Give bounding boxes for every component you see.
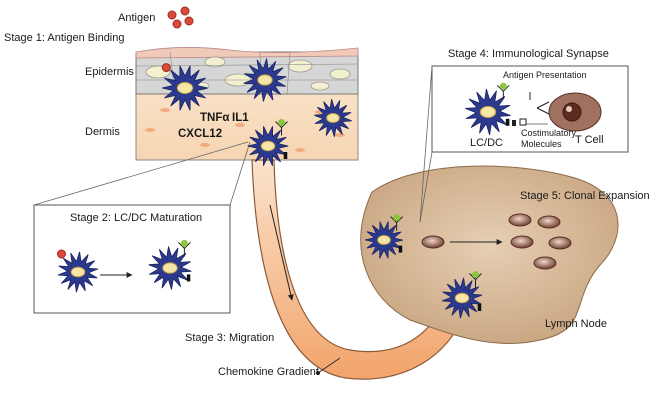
antigen-particles [167,6,194,29]
dc-nucleus [257,74,273,86]
epidermis-label: Epidermis [85,66,134,78]
migration-arrow [269,204,294,301]
dendritic-cell [161,63,208,111]
costimulatory-molecule [398,245,403,253]
dendritic-cell [465,82,511,136]
mhc-molecule [469,273,482,288]
dendritic-cell [441,271,483,319]
chemokine-label: Chemokine Gradient [218,366,319,378]
stage1-label: Stage 1: Antigen Binding [4,32,125,44]
presented-antigen [472,271,479,278]
lymph-node-label: Lymph Node [545,318,607,330]
dendritic-cells [57,58,511,319]
dc-nucleus [377,235,391,245]
presented-antigen [499,82,507,90]
costimulatory-molecule [505,118,510,126]
mhc-molecule [178,242,191,257]
presented-antigen [393,214,401,222]
mhc-molecule [496,84,510,100]
dermis-label: Dermis [85,126,120,138]
costimulatory-label: Costimulatory [521,128,577,138]
cxcl12-label: CXCL12 [178,128,223,140]
clonal-tcells [421,213,572,270]
dc-nucleus [479,106,497,118]
molecules-label: Molecules [521,139,562,149]
stage2-label: Stage 2: LC/DC Maturation [70,212,203,224]
stage4-label: Stage 4: Immunological Synapse [448,48,609,60]
dendritic-cell [57,249,99,293]
bound-antigen [57,249,66,259]
dendritic-cell [148,239,192,290]
costimulatory-molecule [477,304,482,311]
tnf-label: TNFα [200,112,230,124]
tcell-label: T Cell [575,134,604,146]
dc-nucleus [260,140,276,152]
il1-label: IL1 [232,112,249,124]
dendritic-cell [243,58,287,102]
lymph-node [360,165,619,344]
dc-nucleus [326,113,340,123]
dc-nucleus [70,266,86,278]
dendritic-cell [365,214,403,259]
presented-antigen [180,239,188,247]
stage2-box [33,204,231,314]
antigen-label: Antigen [118,12,156,24]
dc-nucleus [176,82,194,94]
bound-antigen [161,63,171,73]
costimulatory-molecule [186,274,191,282]
dendritic-cell [247,119,289,166]
dendritic-cell [314,99,352,137]
presented-antigen [278,119,285,126]
lcdc-label: LC/DC [470,137,504,149]
dc-nucleus [162,262,178,274]
dc-nucleus [454,292,470,304]
stage3-label: Stage 3: Migration [185,332,275,344]
antigen-presentation-label: Antigen Presentation [503,70,587,80]
costimulatory-molecule [283,152,288,159]
stage5-label: Stage 5: Clonal Expansion [520,190,650,202]
mhc-molecule [275,121,288,136]
mhc-molecule [390,216,403,231]
